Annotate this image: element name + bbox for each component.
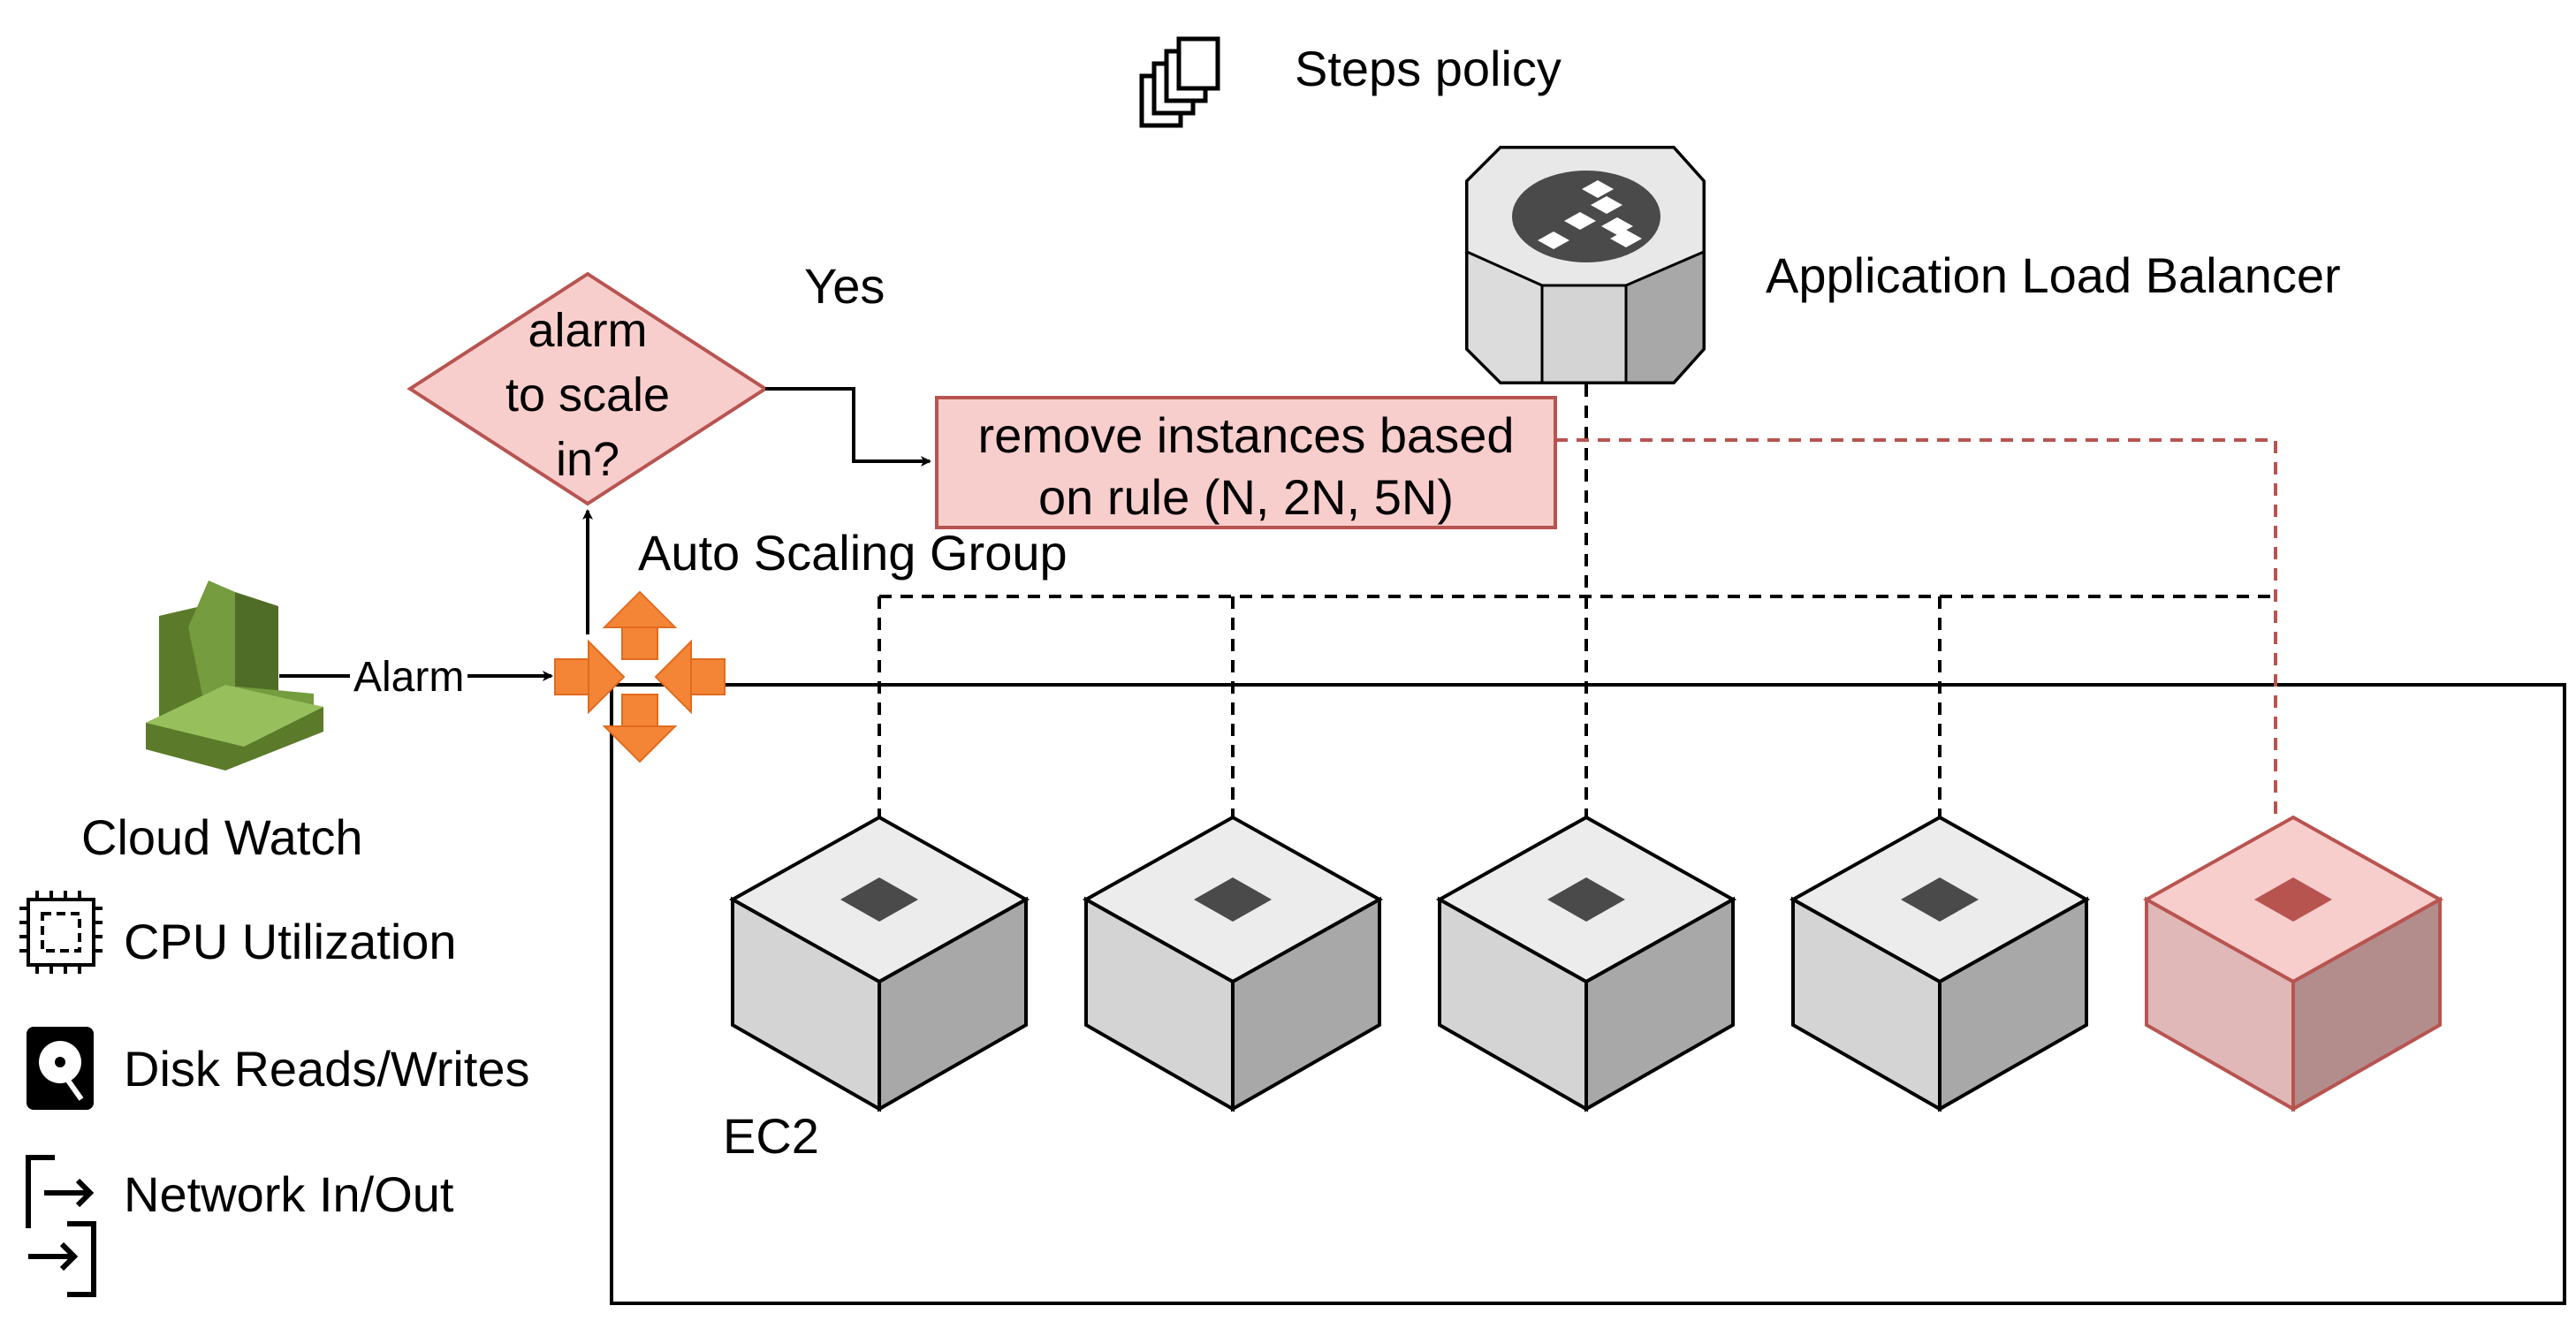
decision-diamond [407, 271, 769, 506]
stacked-documents-icon [1139, 36, 1220, 128]
cube-right [2291, 896, 2442, 1112]
instance-chip-mark [1901, 877, 1979, 922]
action-box-label: remove instances based on rule (N, 2N, 5… [937, 405, 1555, 528]
instance-chip-mark [2254, 877, 2332, 922]
hard-disk-icon [27, 1027, 94, 1110]
ec2-instance-icon [1082, 815, 1384, 1112]
cube-right [1584, 896, 1735, 1112]
load-balancer-connections [878, 384, 2276, 817]
steps-policy-label: Steps policy [1295, 41, 1562, 96]
cloudwatch-icon [146, 581, 323, 771]
yes-arrow [765, 387, 931, 467]
alarm-label: Alarm [350, 652, 468, 703]
cube-right [1938, 896, 2088, 1112]
instance-chip-mark [1547, 877, 1625, 922]
ec2-label: EC2 [723, 1108, 819, 1164]
ec2-instance-icon [728, 815, 1030, 1112]
cube-right [1231, 896, 1381, 1112]
ec2-instance-icon [1789, 815, 2091, 1112]
application-load-balancer-icon [1465, 146, 1706, 384]
auto-scaling-group-label: Auto Scaling Group [638, 525, 1068, 581]
yes-label: Yes [804, 258, 885, 314]
ec2-instances [728, 815, 2444, 1112]
cloudwatch-label: Cloud Watch [81, 809, 363, 865]
decision-label: alarm to scale in? [446, 299, 729, 492]
action-box-line-2: on rule (N, 2N, 5N) [1038, 469, 1454, 525]
instance-chip-mark [1194, 877, 1272, 922]
decision-label-line-1: alarm [528, 304, 648, 357]
network-in-out-icon [26, 1155, 96, 1297]
instance-chip-mark [840, 877, 918, 922]
action-box [935, 396, 1557, 529]
decision-label-line-2: to scale [505, 368, 671, 421]
metric-network-label: Network In/Out [124, 1166, 454, 1222]
cube-right [878, 896, 1028, 1112]
ec2-instance-removed-icon [2142, 815, 2444, 1112]
load-balancer-label: Application Load Balancer [1766, 247, 2341, 303]
removed-instance-connection [1555, 438, 2277, 817]
decision-label-line-3: in? [555, 432, 620, 486]
metric-disk-label: Disk Reads/Writes [124, 1041, 530, 1097]
metric-cpu-label: CPU Utilization [124, 914, 457, 969]
action-box-line-1: remove instances based [977, 407, 1515, 463]
auto-scaling-arrows-icon [554, 590, 726, 763]
ec2-instance-icon [1435, 815, 1737, 1112]
cpu-chip-icon [19, 891, 103, 974]
